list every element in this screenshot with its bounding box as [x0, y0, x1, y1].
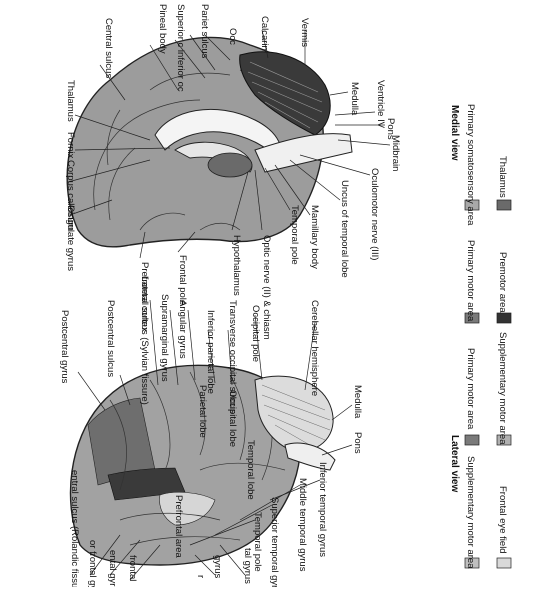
legend: Supplementary motor area Frontal eye fie…	[465, 104, 511, 569]
legend-swatch-premotor	[497, 313, 511, 323]
label-cerebellar-hemisphere: Cerebellar hemisphere	[309, 300, 320, 396]
label-thalamus-m: Thalamus	[65, 80, 76, 122]
medial-view: Occ Pariet sulcus Superior c inferior oc…	[65, 4, 460, 340]
label-hypothalamus: Hypothalamus	[231, 235, 242, 296]
label-medulla-l: Medulla	[352, 385, 363, 419]
label-r: r	[195, 575, 206, 578]
label-parietal-sulcus: Pariet sulcus	[199, 4, 210, 59]
label-central-sulcus-l: entral sulcus (Rolandic fissure)	[69, 470, 80, 587]
label-ventricle-iv: Ventricle IV	[375, 80, 386, 129]
thalamus-medial	[208, 153, 252, 177]
label-oculomotor: Oculomotor nerve (III)	[369, 168, 380, 260]
label-gyrus: gyrus	[212, 555, 223, 578]
label-inferior-parietal: Inferior parietal lobe	[205, 310, 216, 394]
medial-view-title: Medial view	[449, 105, 460, 161]
label-parietal-lobe: Parietal lobe	[197, 385, 208, 438]
legend-label-frontal-eye: Frontal eye field	[497, 486, 508, 554]
legend-label-supp-motor-1: Supplementary motor area	[465, 456, 476, 569]
label-medulla-m: Medulla	[349, 82, 360, 116]
legend-label-premotor: Premotor area	[497, 252, 508, 313]
label-mamillary: Mamillary body	[309, 205, 320, 269]
label-optic-nerve: Optic nerve (II) & chiasm	[261, 235, 272, 340]
label-occipital-pole: Occipital pole	[250, 305, 261, 362]
label-angular-gyrus: Angular gyrus	[177, 300, 188, 359]
lateral-view: Postcentral gyrus Postcentral sulcus Lat…	[59, 276, 460, 587]
label-pons-l: Pons	[352, 432, 363, 454]
lateral-view-title: Lateral view	[449, 435, 460, 492]
label-superior-inferior-oc: Superior c inferior oc	[175, 4, 186, 92]
legend-label-primary-motor-l: Primary motor area	[465, 348, 476, 430]
label-middle-temporal: Middle temporal gyrus	[297, 478, 308, 572]
label-frontal-pole-m: Frontal pole	[177, 255, 188, 305]
label-postcentral-gyrus: Postcentral gyrus	[59, 310, 70, 384]
label-prefrontal-area: Prefrontal area	[173, 495, 184, 559]
label-pineal-body: Pineal body	[157, 4, 168, 54]
label-midbrain: Midbrain	[390, 135, 401, 171]
label-lateral-sulcus: Lateral sulcus (Sylvian fissure)	[139, 276, 150, 405]
label-superior-temporal: Superior temporal gyrus	[269, 497, 280, 587]
label-tal-gyrus: tal gyrus	[242, 548, 253, 584]
label-frontal: frontal	[127, 555, 138, 581]
legend-swatch-primary-motor-l	[465, 435, 479, 445]
label-temporal-pole-m: Temporal pole	[289, 205, 300, 265]
label-supramarginal: Supramarginal gyrus	[159, 294, 170, 382]
label-occ: Occ	[227, 28, 238, 45]
label-vermis: Vermis	[299, 18, 310, 47]
label-ental-gyrus: ental gyrus	[107, 550, 118, 587]
label-temporal-lobe: Temporal lobe	[245, 440, 256, 500]
label-central-sulcus: Central sulcus	[103, 18, 114, 78]
label-cingulate-gyrus: Cingulate gyrus	[65, 205, 76, 271]
legend-label-somatosensory: Primary somatosensory area	[465, 104, 476, 226]
legend-label-thalamus: Thalamus	[497, 156, 508, 198]
label-or-frontal-gyrus: or frontal gyrus	[87, 540, 98, 587]
label-occipital-lobe: Occipital lobe	[227, 390, 238, 447]
label-fornix: Fornix	[65, 132, 76, 159]
label-calcarin: Calcarin	[259, 16, 270, 51]
legend-label-supp-motor-2: Supplementary motor area	[497, 332, 508, 445]
legend-swatch-frontal-eye	[497, 558, 511, 568]
label-uncus: Uncus of temporal lobe	[339, 180, 350, 278]
label-inferior-temporal: Inferior temporal gyrus	[317, 462, 328, 557]
legend-label-primary-motor-m: Primary motor area	[465, 240, 476, 322]
legend-swatch-thalamus	[497, 200, 511, 210]
label-postcentral-sulcus: Postcentral sulcus	[105, 300, 116, 377]
